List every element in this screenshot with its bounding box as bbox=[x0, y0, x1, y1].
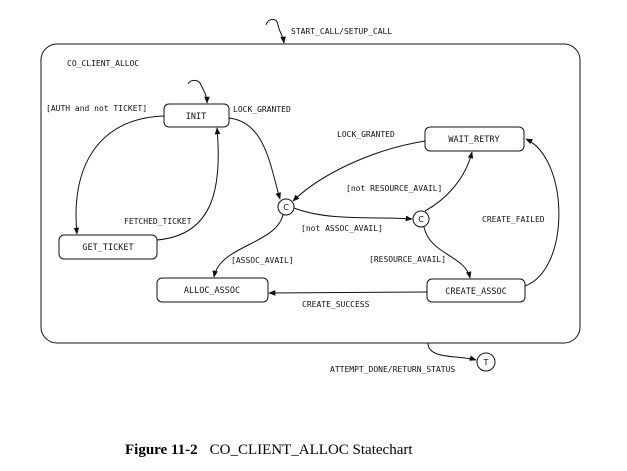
create-success-label: CREATE_SUCCESS bbox=[302, 300, 370, 309]
fetched-ticket-label: FETCHED_TICKET bbox=[124, 217, 192, 226]
choice-node-1 bbox=[277, 198, 295, 216]
create-failed-transition bbox=[524, 138, 560, 287]
state-get-ticket-label: GET_TICKET bbox=[82, 243, 133, 253]
final-node bbox=[476, 352, 496, 372]
not-assoc-transition bbox=[293, 207, 413, 222]
superstate-label: CO_CLIENT_ALLOC bbox=[67, 59, 139, 68]
start-transition bbox=[265, 18, 286, 44]
state-create-assoc bbox=[426, 278, 526, 303]
choice-node-2-label: C bbox=[418, 215, 424, 224]
assoc-avail-transition bbox=[212, 214, 284, 278]
state-init bbox=[163, 103, 230, 128]
not-resource-transition bbox=[424, 151, 474, 212]
attempt-done-transition bbox=[427, 342, 477, 361]
resource-avail-transition bbox=[423, 226, 472, 279]
figure-number: Figure 11-2 bbox=[125, 442, 198, 458]
create-success-transition bbox=[268, 290, 428, 296]
state-alloc-assoc-label: ALLOC_ASSOC bbox=[184, 286, 240, 296]
figure-title: CO_CLIENT_ALLOC Statechart bbox=[210, 442, 414, 458]
state-create-assoc-label: CREATE_ASSOC bbox=[445, 287, 506, 297]
attempt-done-label: ATTEMPT_DONE/RETURN_STATUS bbox=[330, 365, 455, 374]
fetched-ticket-transition bbox=[156, 127, 221, 241]
state-get-ticket bbox=[58, 234, 158, 260]
state-init-label: INIT bbox=[186, 112, 206, 122]
auth-transition-label: [AUTH and not TICKET] bbox=[46, 104, 147, 113]
assoc-avail-label: [ASSOC_AVAIL] bbox=[231, 256, 294, 265]
lock-granted-transition-2 bbox=[292, 140, 426, 202]
choice-node-1-label: C bbox=[283, 203, 289, 212]
choice-node-2 bbox=[412, 210, 430, 228]
lock-granted-transition-1 bbox=[228, 117, 281, 200]
not-assoc-label: [not ASSOC_AVAIL] bbox=[301, 224, 383, 233]
not-resource-label: [not RESOURCE_AVAIL] bbox=[346, 184, 442, 193]
resource-avail-label: [RESOURCE_AVAIL] bbox=[369, 255, 446, 264]
final-node-label: T bbox=[483, 358, 489, 367]
figure-caption: Figure 11-2 CO_CLIENT_ALLOC Statechart bbox=[125, 441, 413, 458]
lock-granted-label-1: LOCK_GRANTED bbox=[233, 105, 291, 114]
state-wait-retry-label: WAIT_RETRY bbox=[448, 135, 499, 145]
init-entry-transition bbox=[187, 79, 210, 104]
auth-transition bbox=[73, 115, 165, 235]
start-transition-label: START_CALL/SETUP_CALL bbox=[291, 27, 392, 36]
lock-granted-label-2: LOCK_GRANTED bbox=[337, 130, 395, 139]
state-wait-retry bbox=[424, 126, 525, 152]
state-alloc-assoc bbox=[156, 277, 269, 303]
create-failed-label: CREATE_FAILED bbox=[482, 215, 545, 224]
